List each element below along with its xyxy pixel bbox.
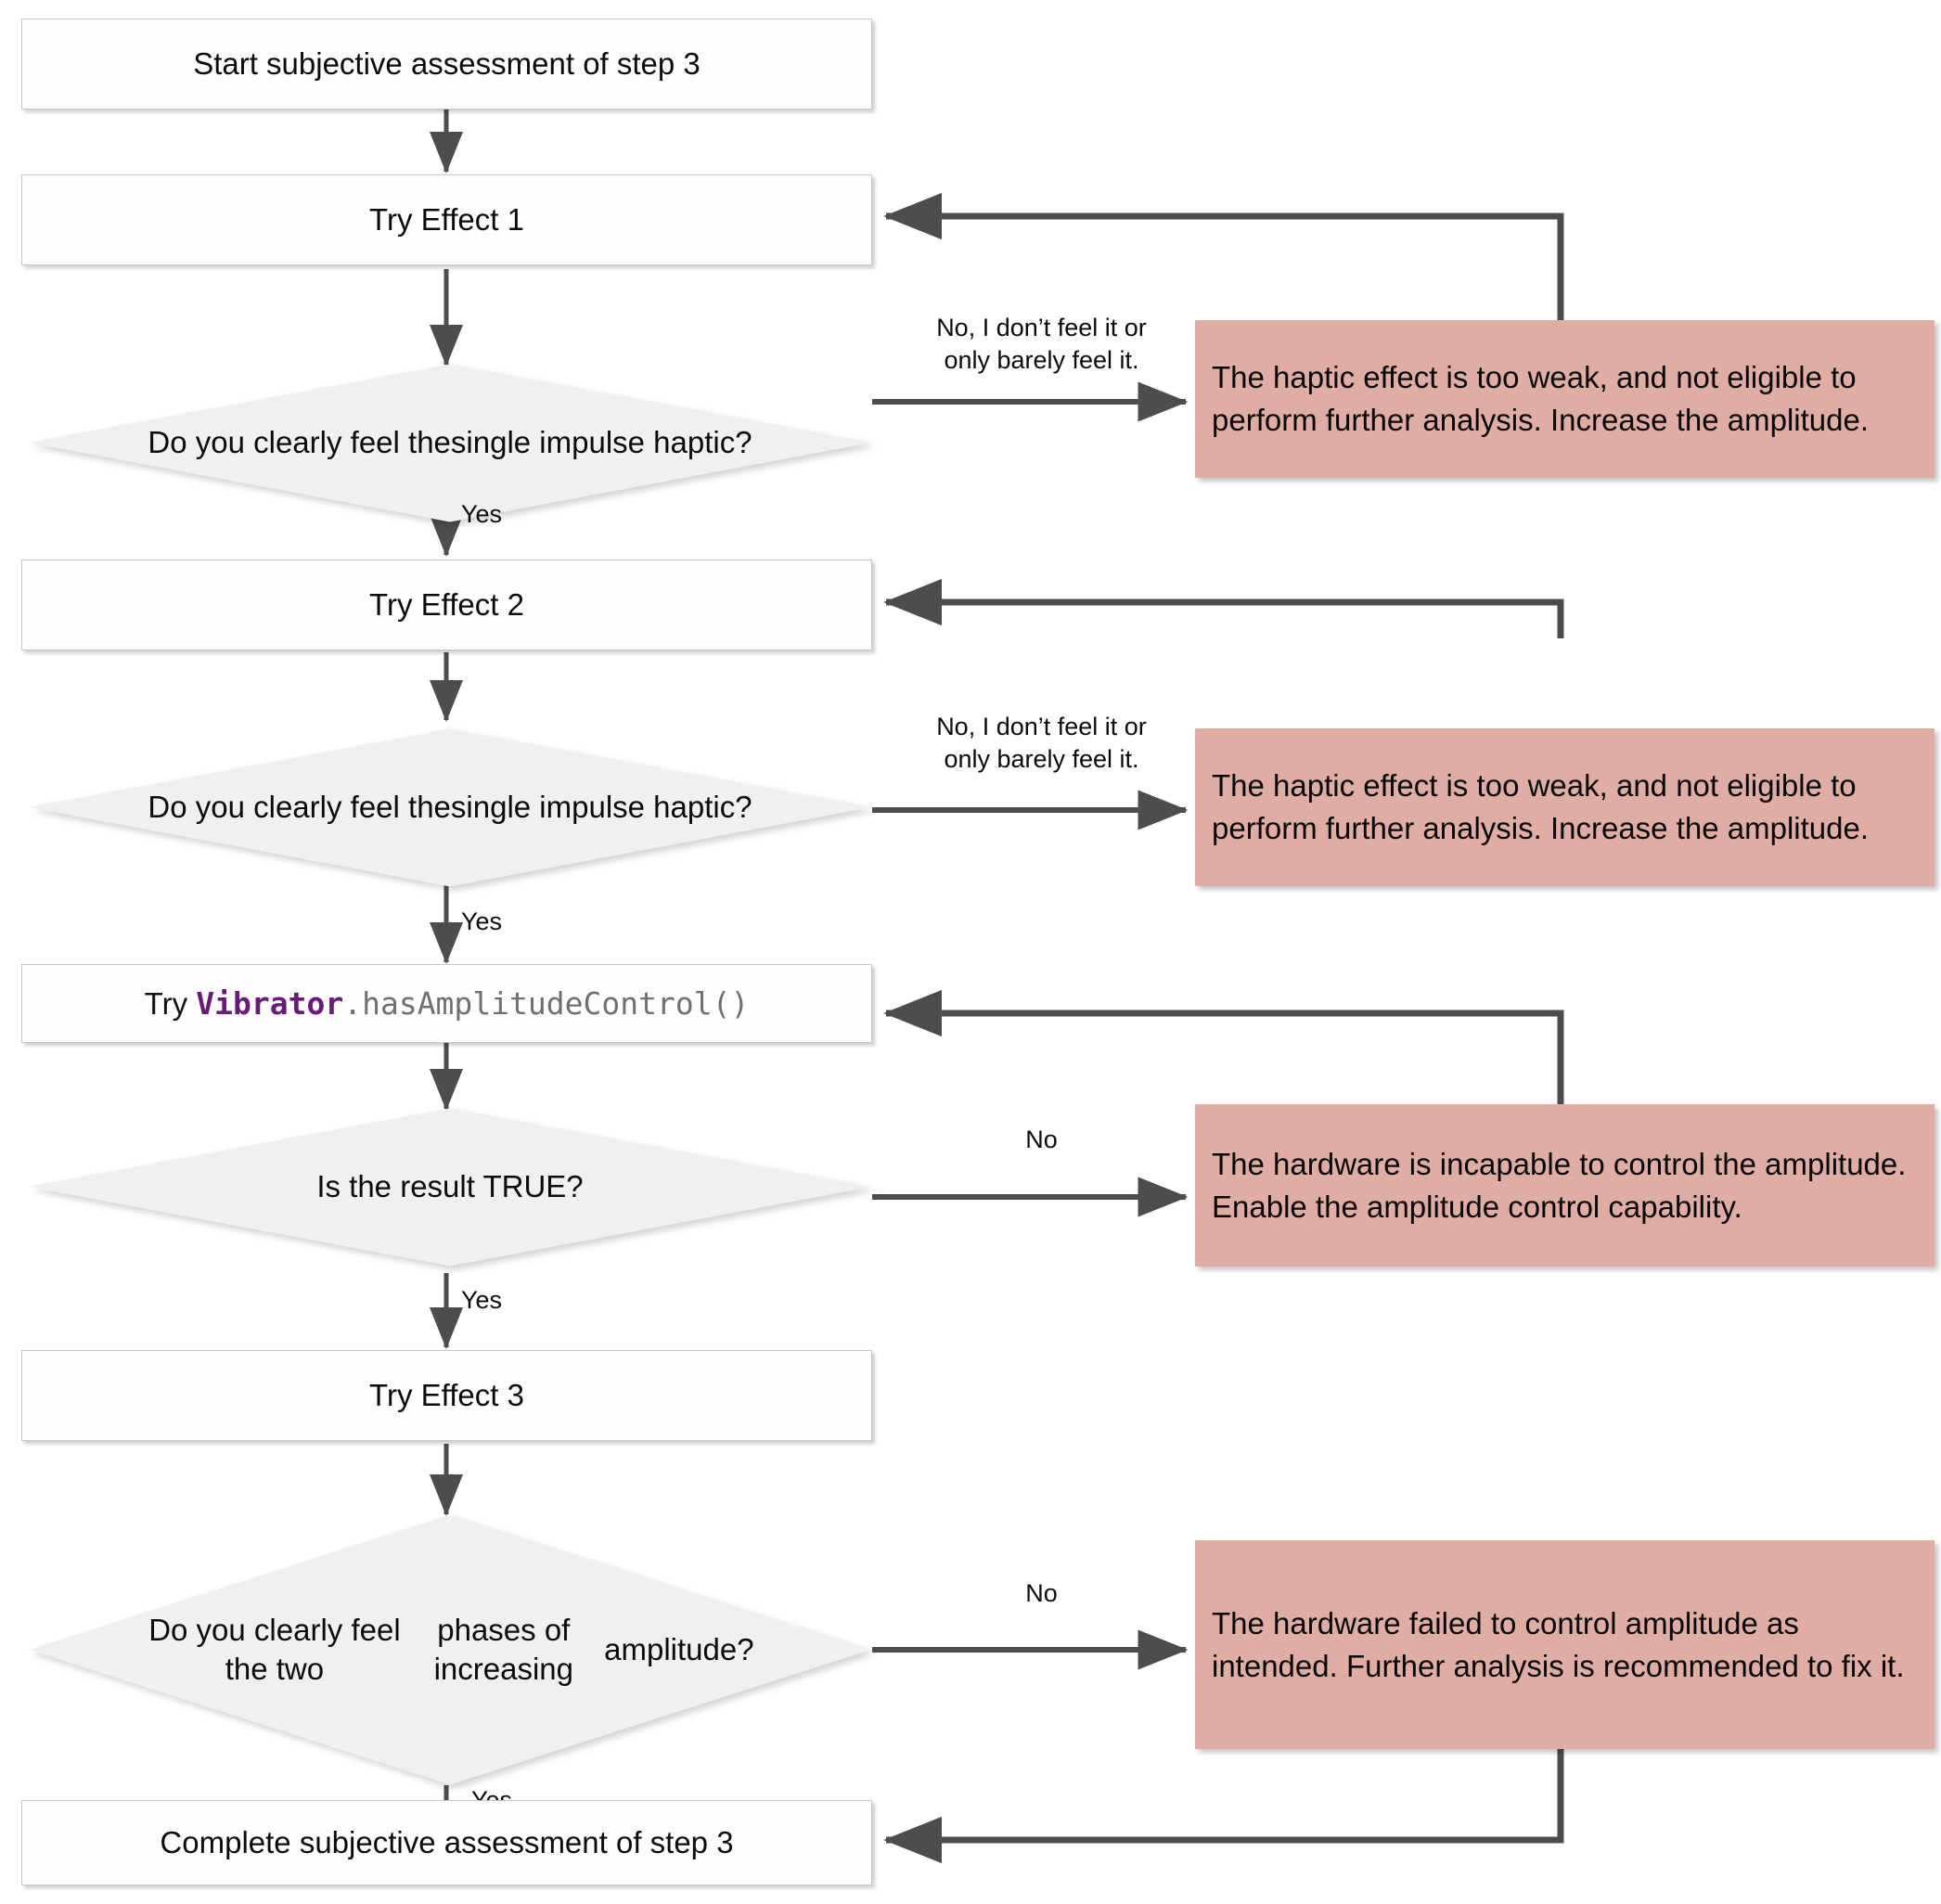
node-complete-label: Complete subjective assessment of step 3 [160, 1825, 734, 1860]
edge-label-no-feel-2: No, I don’t feel it or only barely feel … [936, 713, 1147, 774]
decision-diamond-shape [30, 728, 870, 887]
decision4-line3: amplitude? [604, 1631, 754, 1666]
decision2-line2: single impulse haptic? [450, 790, 752, 825]
code-expression: Try Vibrator.hasAmplitudeControl() [145, 984, 750, 1023]
node-try-effect-1-label: Try Effect 1 [369, 202, 524, 238]
code-class-name: Vibrator [196, 984, 344, 1022]
node-try-effect-2[interactable]: Try Effect 2 [21, 560, 872, 650]
edge-warn2-to-effect2 [883, 578, 1564, 638]
edge-warn4-to-complete [883, 1749, 1564, 1864]
node-try-has-amplitude-control[interactable]: Try Vibrator.hasAmplitudeControl() [21, 964, 872, 1043]
node-start-label: Start subjective assessment of step 3 [193, 46, 701, 82]
node-warning-effect-too-weak-2[interactable]: The haptic effect is too weak, and not e… [1195, 728, 1935, 886]
node-try-effect-1[interactable]: Try Effect 1 [21, 174, 872, 265]
edge-label-yes-2: Yes [461, 907, 503, 935]
decision-diamond-shape [30, 364, 870, 522]
node-try-effect-3[interactable]: Try Effect 3 [21, 1350, 872, 1441]
node-decision-two-phases[interactable]: Do you clearly feel the two phases of inc… [28, 1512, 872, 1787]
node-start[interactable]: Start subjective assessment of step 3 [21, 19, 872, 109]
edge-label-yes-3: Yes [461, 1286, 503, 1314]
edge-label-yes-1: Yes [461, 500, 503, 528]
decision-diamond-shape [30, 1108, 870, 1267]
decision-diamond-shape [29, 1514, 871, 1785]
node-try-effect-3-label: Try Effect 3 [369, 1378, 524, 1413]
node-warning-3-text: The hardware is incapable to control the… [1212, 1146, 1907, 1224]
node-complete[interactable]: Complete subjective assessment of step 3 [21, 1800, 872, 1885]
node-warning-amplitude-control-failed[interactable]: The hardware failed to control amplitude… [1195, 1540, 1935, 1749]
node-warning-4-text: The hardware failed to control amplitude… [1212, 1605, 1905, 1683]
decision4-line1: Do you clearly feel the two [148, 1612, 401, 1686]
decision4-line2: phases of increasing [433, 1612, 574, 1686]
edge-label-no-4: No [1025, 1579, 1058, 1607]
code-method-name: .hasAmplitudeControl() [343, 984, 750, 1022]
code-prefix: Try [144, 985, 197, 1021]
edge-label-no-3: No [1025, 1126, 1058, 1153]
decision2-line1: Do you clearly feel the [148, 790, 451, 825]
edge-warn1-to-effect1 [883, 192, 1564, 320]
edge-warn3-to-code [883, 989, 1564, 1104]
node-warning-2-text: The haptic effect is too weak, and not e… [1212, 768, 1870, 845]
decision1-line2: single impulse haptic? [450, 425, 752, 460]
node-warning-effect-too-weak-1[interactable]: The haptic effect is too weak, and not e… [1195, 320, 1935, 478]
edge-label-no-feel-1: No, I don’t feel it or only barely feel … [936, 314, 1147, 375]
decision1-line1: Do you clearly feel the [148, 425, 451, 460]
node-warning-no-amplitude-control[interactable]: The hardware is incapable to control the… [1195, 1104, 1935, 1267]
node-warning-1-text: The haptic effect is too weak, and not e… [1212, 360, 1870, 437]
node-decision-result-true[interactable]: Is the result TRUE? [28, 1106, 872, 1268]
node-decision-two-phases-label: Do you clearly feel the two phases of inc… [28, 1512, 872, 1787]
node-try-effect-2-label: Try Effect 2 [369, 587, 524, 623]
node-decision-result-true-label: Is the result TRUE? [316, 1169, 584, 1204]
